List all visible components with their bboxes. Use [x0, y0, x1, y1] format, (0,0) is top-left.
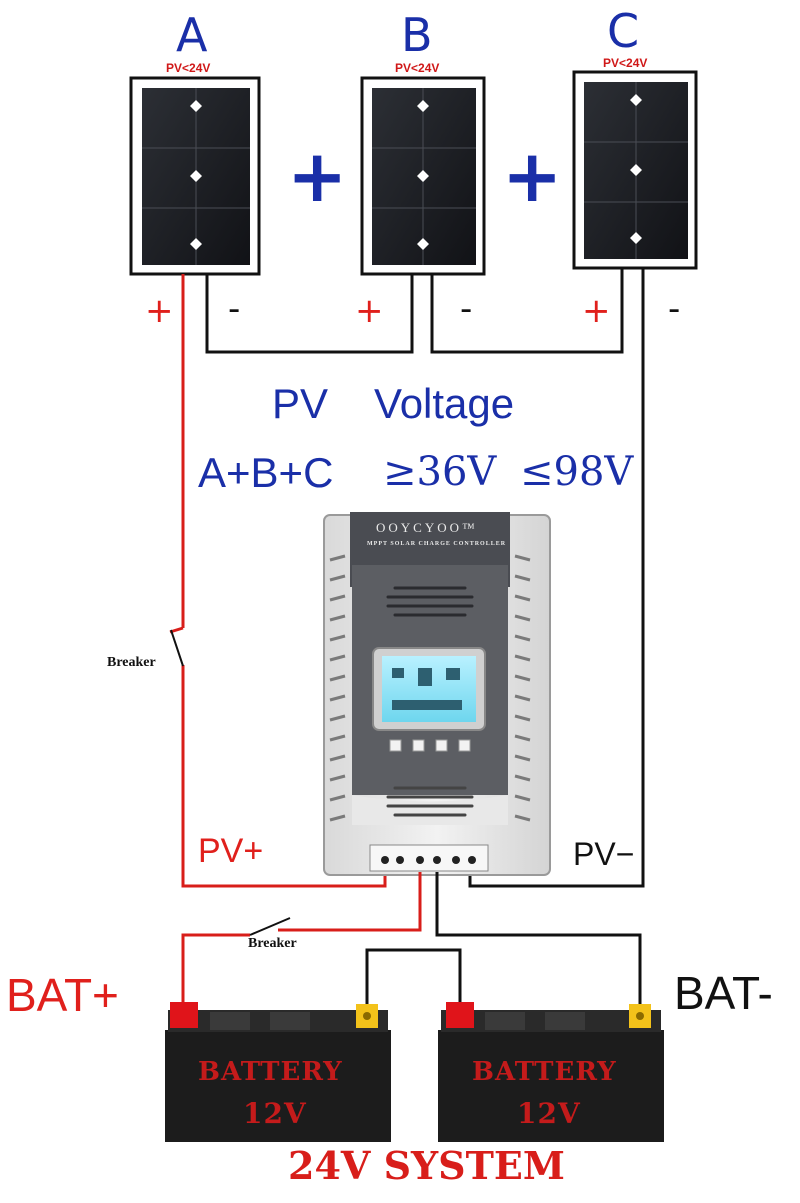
bat-positive-label: BAT+	[6, 969, 119, 1021]
caption-sum: A+B+C	[198, 449, 334, 496]
panel-b-minus: -	[460, 289, 473, 329]
panel-a-letter: A	[176, 8, 208, 62]
panel-b-letter: B	[401, 8, 433, 62]
panel-c-minus: -	[668, 289, 681, 329]
bat-negative-wire	[435, 872, 642, 1005]
solar-panel-c	[572, 70, 698, 270]
series-wires	[205, 268, 624, 354]
battery-left	[165, 1002, 391, 1142]
controller-brand: OOYCYOO™	[376, 520, 478, 535]
panel-c-plus: +	[582, 291, 611, 331]
panel-b-voltage: PV<24V	[395, 61, 440, 75]
controller-subtitle: MPPT SOLAR CHARGE CONTROLLER	[367, 541, 507, 547]
pv-negative-wire	[468, 268, 645, 888]
battery-right	[438, 1002, 664, 1142]
breaker-label-pv: Breaker	[107, 655, 156, 670]
bat-negative-label: BAT-	[674, 967, 773, 1019]
panel-c-voltage: PV<24V	[603, 56, 648, 70]
battery-left-voltage: 12V	[243, 1097, 307, 1130]
pv-positive-label: PV+	[198, 832, 264, 870]
series-plus-2: +	[502, 134, 563, 218]
solar-panel-b	[360, 76, 486, 276]
breaker-switch-pv	[170, 629, 184, 667]
caption-max: ≤98V	[520, 449, 634, 495]
breaker-switch-bat	[249, 917, 291, 936]
panel-a-voltage: PV<24V	[166, 61, 211, 75]
pv-negative-label: PV−	[573, 836, 635, 872]
panel-a-minus: -	[228, 289, 241, 329]
system-label: 24V SYSTEM	[288, 1143, 565, 1188]
bat-positive-wire-a	[278, 872, 422, 932]
bat-positive-wire-b	[181, 933, 250, 1005]
panel-a-plus: +	[145, 291, 174, 331]
panel-b-plus: +	[355, 291, 384, 331]
battery-series-link	[365, 948, 462, 1005]
battery-right-label: BATTERY	[472, 1057, 617, 1087]
caption-min: ≥36V	[383, 449, 497, 495]
charge-controller	[323, 512, 551, 876]
panel-c-letter: C	[607, 4, 640, 58]
caption-pv: PV	[272, 380, 329, 427]
solar-panel-a	[129, 76, 261, 276]
breaker-label-bat: Breaker	[248, 936, 297, 951]
caption-voltage: Voltage	[374, 380, 515, 427]
battery-right-voltage: 12V	[517, 1097, 581, 1130]
battery-left-label: BATTERY	[198, 1057, 343, 1087]
series-plus-1: +	[287, 134, 348, 218]
